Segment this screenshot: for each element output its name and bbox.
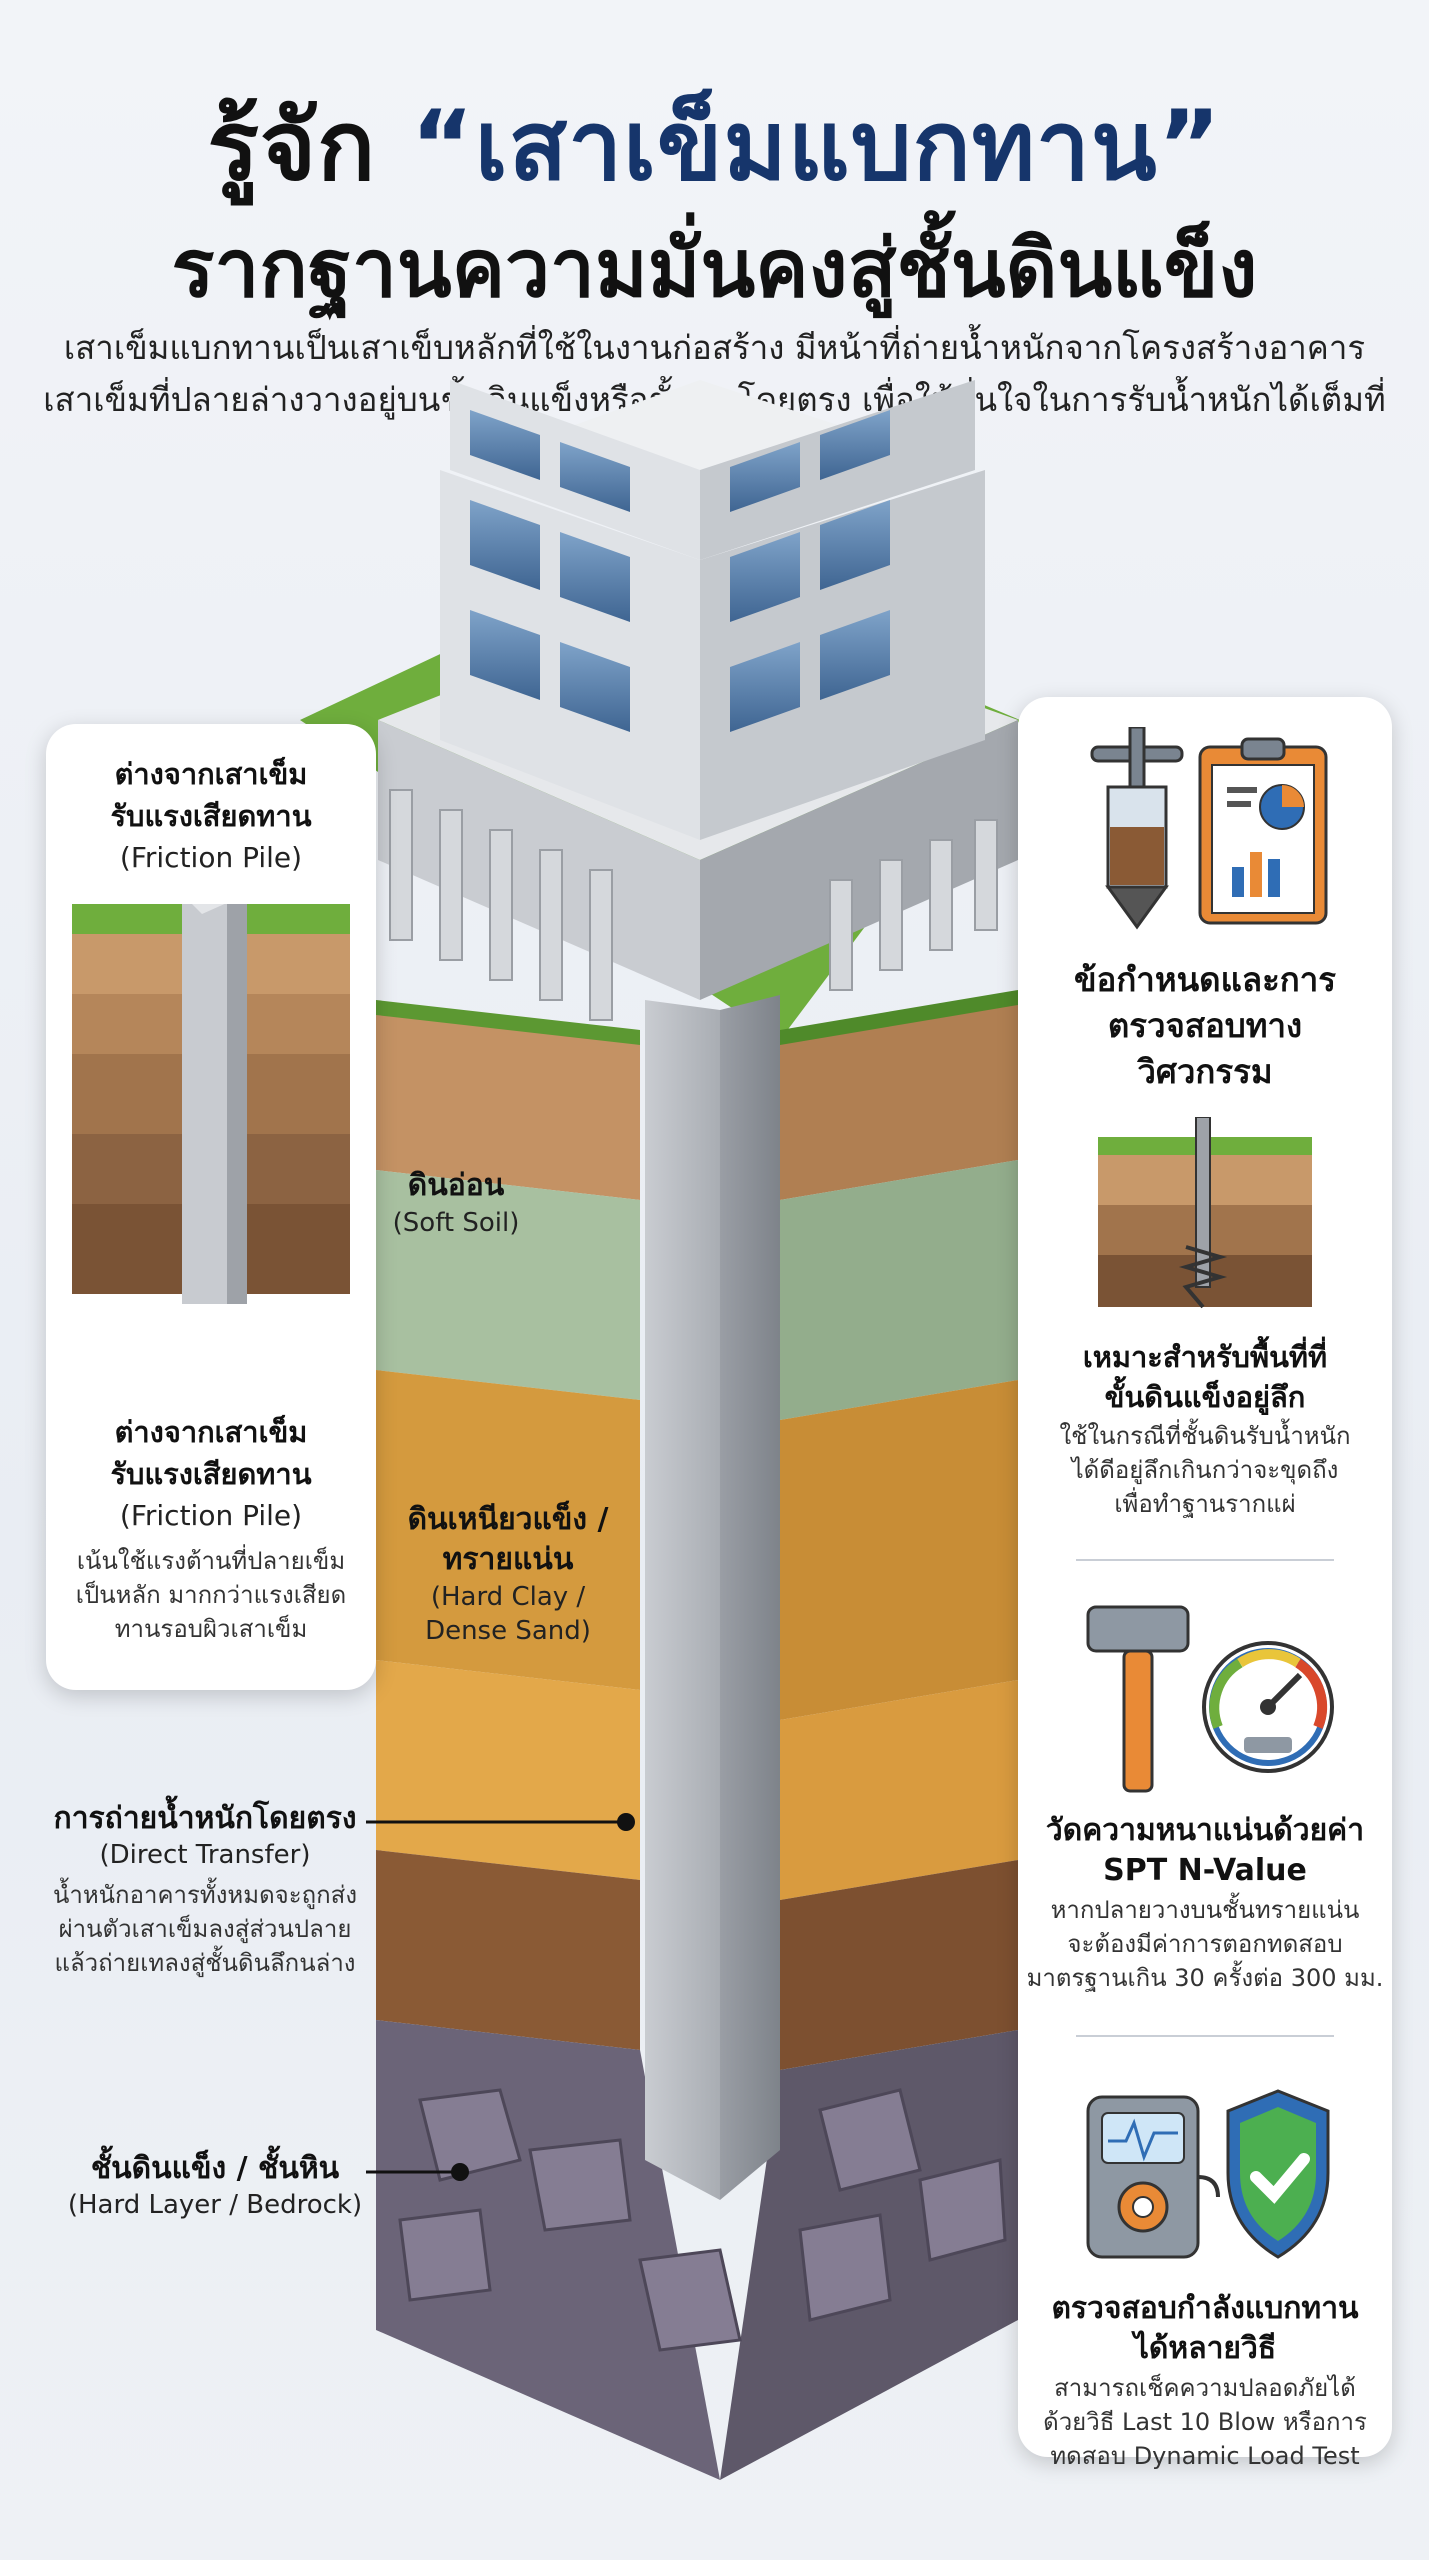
s3-heading-2: SPT N-Value — [1103, 1853, 1307, 1888]
s4-body-2: ด้วยวิธี Last 10 Blow หรือการ — [1043, 2408, 1367, 2436]
friction-pile-illustration — [72, 904, 350, 1304]
direct-transfer-callout: การถ่ายน้ำหนักโดยตรง (Direct Transfer) น… — [46, 1800, 364, 1980]
page-title: รู้จัก “เสาเข็มแบกทาน” — [0, 70, 1429, 222]
hammer-gauge-icon — [1086, 1605, 1334, 1793]
left-card-top-sub: (Friction Pile) — [119, 841, 303, 874]
left-card-heading-1: ต่างจากเสาเข็ม — [114, 1415, 308, 1449]
direct-transfer-dot — [617, 1813, 635, 1831]
left-card-top-heading-1: ต่างจากเสาเข็ม — [114, 757, 308, 791]
bedrock-stones — [398, 2088, 1007, 2352]
left-card-top-heading-2: รับแรงเสียดทาน — [110, 799, 312, 833]
title-prefix: รู้จัก — [207, 90, 377, 202]
s2-body-2: ได้ดีอยู่ลึกเกินกว่าจะขุดถึง — [1071, 1456, 1339, 1484]
s2-body-1: ใช้ในกรณีที่ชั้นดินรับน้ำหนัก — [1059, 1422, 1351, 1450]
left-card-sub: (Friction Pile) — [119, 1499, 303, 1532]
engineering-card: ข้อกำหนดและการ ตรวจสอบทาง วิศวกรรม เหมาะ… — [1018, 697, 1392, 2470]
direct-transfer-body-3: แล้วถ่ายเทลงสู่ชั้นดินลึกนล่าง — [54, 1949, 356, 1977]
left-card-heading-2: รับแรงเสียดทาน — [110, 1457, 312, 1491]
soft-soil-label: ดินอ่อน (Soft Soil) — [386, 1166, 526, 1240]
soil-left-face — [376, 1010, 720, 2480]
s1-heading-3: วิศวกรรม — [1137, 1052, 1273, 1091]
hard-clay-sub-1: (Hard Clay / — [430, 1582, 586, 1612]
s4-body-1: สามารถเช็คความปลอดภัยได้ — [1054, 2374, 1356, 2402]
soft-soil-sub: (Soft Soil) — [392, 1208, 520, 1238]
s3-body-1: หากปลายวางบนชั้นทรายแน่น — [1050, 1896, 1360, 1924]
direct-transfer-sub: (Direct Transfer) — [99, 1840, 311, 1870]
s2-heading-2: ขั้นดินแข็งอยู่ลึก — [1104, 1380, 1306, 1414]
s4-heading-1: ตรวจสอบกำลังแบกทาน — [1051, 2291, 1359, 2326]
direct-transfer-body-2: ผ่านตัวเสาเข็มลงสู่ส่วนปลาย — [58, 1915, 352, 1943]
soft-soil-heading: ดินอ่อน — [407, 1168, 505, 1203]
hard-clay-sub-2: Dense Sand) — [425, 1616, 591, 1646]
intro-line-1: เสาเข็มแบกทานเป็นเสาเข็บหลักที่ใช้ในงานก… — [63, 328, 1366, 367]
direct-transfer-heading: การถ่ายน้ำหนักโดยตรง — [53, 1801, 357, 1836]
s3-body-2: จะต้องมีค่าการตอกทดสอบ — [1067, 1930, 1343, 1958]
hard-clay-heading-1: ดินเหนียวแข็ง / — [407, 1502, 609, 1537]
s2-heading-1: เหมาะสำหรับพื้นที่ที่ — [1082, 1340, 1328, 1374]
title-highlight: “เสาเข็มแบกทาน” — [410, 90, 1222, 202]
pile-shaft — [645, 995, 780, 2200]
s1-heading-2: ตรวจสอบทาง — [1107, 1006, 1303, 1045]
hard-layer-sub: (Hard Layer / Bedrock) — [67, 2190, 363, 2220]
deep-soil-auger-icon — [1098, 1117, 1312, 1309]
section-divider — [1076, 1559, 1334, 1561]
s3-body-3: มาตรฐานเกิน 30 ครั้งต่อ 300 มม. — [1026, 1964, 1384, 1992]
hard-layer-callout: ชั้นดินแข็ง / ชั้นหิน (Hard Layer / Bedr… — [60, 2150, 370, 2222]
building-tower — [440, 380, 985, 840]
left-card-body-2: เป็นหลัก มากกว่าแรงเสียด — [75, 1581, 347, 1609]
left-card-body-1: เน้นใช้แรงต้านที่ปลายเข็ม — [76, 1547, 346, 1575]
s4-body-3: ทดสอบ Dynamic Load Test — [1050, 2442, 1360, 2470]
tester-shield-icon — [1086, 2089, 1330, 2259]
s4-heading-2: ได้หลายวิธี — [1133, 2331, 1277, 2366]
hard-clay-label: ดินเหนียวแข็ง / ทรายแน่น (Hard Clay / De… — [388, 1500, 628, 1648]
hard-layer-dot — [451, 2163, 469, 2181]
s2-body-3: เพื่อทำฐานรากแผ่ — [1114, 1490, 1296, 1518]
page-subtitle: รากฐานความมั่นคงสู่ชั้นดินแข็ง — [171, 222, 1258, 315]
s1-heading-1: ข้อกำหนดและการ — [1073, 960, 1337, 999]
section-divider — [1076, 2035, 1334, 2037]
direct-transfer-body-1: น้ำหนักอาคารทั้งหมดจะถูกส่ง — [52, 1881, 358, 1909]
left-card-body-3: ทานรอบผิวเสาเข็ม — [114, 1615, 308, 1643]
hard-clay-heading-2: ทรายแน่น — [442, 1542, 574, 1577]
friction-pile-card: ต่างจากเสาเข็ม รับแรงเสียดทาน (Friction … — [46, 724, 376, 1690]
s3-heading-1: วัดความหนาแน่นด้วยค่า — [1045, 1813, 1365, 1848]
building-columns — [389, 789, 998, 1021]
soil-sampler-clipboard-icon — [1090, 727, 1328, 930]
hard-layer-heading: ชั้นดินแข็ง / ชั้นหิน — [90, 2151, 340, 2186]
